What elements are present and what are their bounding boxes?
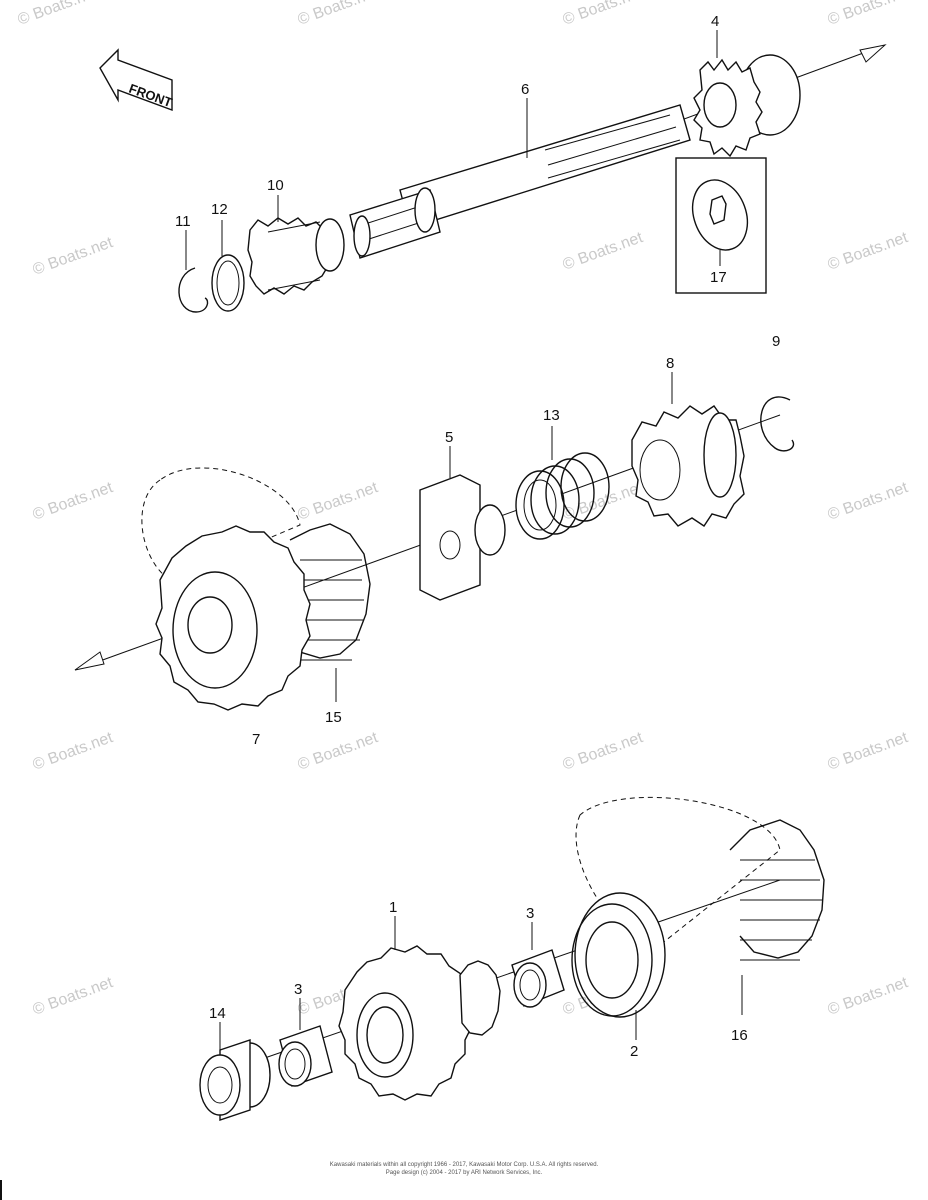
gear-part-10 bbox=[247, 217, 345, 295]
needle-bearing-part-3 bbox=[511, 949, 565, 1008]
hub-part-5 bbox=[419, 474, 506, 601]
watermark: © Boats.net bbox=[296, 0, 381, 29]
callout-10: 10 bbox=[267, 177, 284, 194]
circlip-part-9 bbox=[760, 396, 795, 452]
watermark: © Boats.net bbox=[296, 479, 381, 524]
clutch-assembly bbox=[74, 372, 795, 711]
watermark: © Boats.net bbox=[31, 729, 116, 774]
copyright-line-2: Page design (c) 2004 - 2017 by ARI Netwo… bbox=[386, 1170, 543, 1176]
callout-15: 15 bbox=[325, 709, 342, 726]
chain-part-15 bbox=[141, 467, 301, 581]
chain-part-16 bbox=[575, 797, 781, 946]
sprocket-part-4 bbox=[693, 54, 801, 158]
watermark: © Boats.net bbox=[31, 234, 116, 279]
callout-1: 1 bbox=[389, 899, 397, 916]
copyright-line-1: Kawasaki materials within all copyright … bbox=[330, 1162, 599, 1168]
circlip-part-11 bbox=[178, 267, 209, 313]
watermark: © Boats.net bbox=[826, 479, 911, 524]
watermark: © Boats.net bbox=[16, 0, 101, 29]
callout-14: 14 bbox=[209, 1005, 226, 1022]
callout-8: 8 bbox=[666, 355, 674, 372]
watermark: © Boats.net bbox=[31, 479, 116, 524]
callout-16: 16 bbox=[731, 1027, 748, 1044]
front-arrow-icon: FRONT bbox=[99, 48, 174, 112]
callout-2: 2 bbox=[630, 1043, 638, 1060]
callout-3: 3 bbox=[294, 981, 302, 998]
watermark: © Boats.net bbox=[826, 229, 911, 274]
shaft-part-6 bbox=[349, 104, 691, 259]
sprocket-part-7 bbox=[155, 525, 311, 711]
callout-4: 4 bbox=[711, 13, 719, 30]
callout-17: 17 bbox=[710, 269, 727, 286]
collar-part-14 bbox=[199, 1039, 271, 1121]
callouts: 4 6 10 12 11 17 9 8 13 5 15 7 1 3 3 14 1… bbox=[175, 13, 780, 1060]
spring-part-13 bbox=[515, 452, 610, 540]
watermark: © Boats.net bbox=[561, 729, 646, 774]
callout-5: 5 bbox=[445, 429, 453, 446]
watermark: © Boats.net bbox=[296, 729, 381, 774]
watermark: © Boats.net bbox=[826, 0, 911, 29]
watermark: © Boats.net bbox=[561, 229, 646, 274]
watermark: © Boats.net bbox=[826, 729, 911, 774]
watermark: © Boats.net bbox=[826, 974, 911, 1019]
watermark: © Boats.net bbox=[561, 0, 646, 29]
needle-bearing-part-3 bbox=[278, 1025, 333, 1087]
callout-13: 13 bbox=[543, 407, 560, 424]
callout-3: 3 bbox=[526, 905, 534, 922]
gear-part-8 bbox=[631, 405, 745, 527]
edge-marker bbox=[0, 1180, 2, 1200]
shaft-assembly bbox=[178, 30, 887, 313]
bearing-part-2 bbox=[571, 892, 666, 1018]
callout-7: 7 bbox=[252, 731, 260, 748]
callout-6: 6 bbox=[521, 81, 529, 98]
watermark: © Boats.net bbox=[31, 974, 116, 1019]
output-assembly bbox=[199, 797, 825, 1121]
callout-9: 9 bbox=[772, 333, 780, 350]
gear-part-1 bbox=[338, 945, 501, 1101]
lock-washer-box-part-17 bbox=[675, 157, 767, 294]
callout-11: 11 bbox=[175, 213, 191, 230]
callout-12: 12 bbox=[211, 201, 228, 218]
